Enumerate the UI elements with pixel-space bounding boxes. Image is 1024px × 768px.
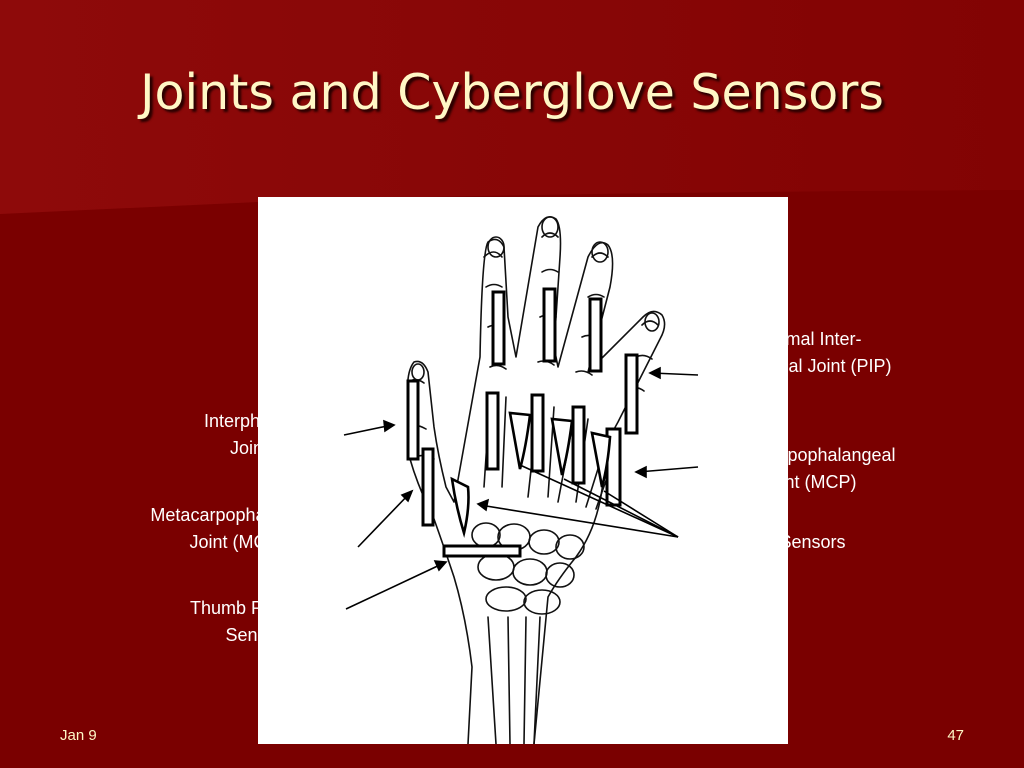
label-mcp-left: Metacarpophalangeal Joint (MCP) <box>124 502 350 556</box>
hand-outline <box>406 216 666 744</box>
hand-drawing <box>343 216 699 744</box>
label-pip-line2: phalangeal Joint (PIP) <box>714 356 892 376</box>
label-abduction: Abduction Sensors <box>670 529 870 556</box>
label-pip: Proximal Inter- phalangeal Joint (PIP) <box>688 326 918 380</box>
label-ip: Interphalangeal Joint (IP) <box>180 408 352 462</box>
pip-sensor-ring <box>588 297 603 373</box>
pip-sensor-index <box>491 290 506 366</box>
label-mcp-left-line2: Joint (MCP) <box>189 532 285 552</box>
label-mcp-right: Metacarpophalangeal Joint (MCP) <box>696 442 922 496</box>
abduction-sensor-thumb <box>450 476 470 539</box>
pip-sensor-little <box>624 353 639 435</box>
label-thumb-line1: Thumb Rotation <box>189 598 319 618</box>
abduction-sensor-2 <box>550 417 574 476</box>
label-thumb-rotation: Thumb Rotation Sensor <box>166 595 342 649</box>
label-abduction-line1: Abduction Sensors <box>694 532 846 552</box>
label-ip-line2: Joint (IP) <box>229 438 303 458</box>
thumb-rotation-sensor <box>442 544 522 558</box>
slide-title: Joints and Cyberglove Sensors <box>140 64 884 121</box>
pip-sensor-middle <box>542 287 557 363</box>
hand-diagram <box>258 197 788 744</box>
mcp-sensor-middle <box>530 393 545 473</box>
footer-date: Jan 9 <box>60 727 97 744</box>
label-thumb-line2: Sensor <box>225 625 283 645</box>
footer-page-number: 47 <box>947 727 964 744</box>
abduction-sensor-3 <box>590 431 612 488</box>
ip-sensor-thumb <box>406 379 420 461</box>
label-mcp-right-line1: Metacarpophalangeal <box>722 445 896 465</box>
abduction-sensor-1 <box>508 411 532 470</box>
mcp-sensor-index <box>485 391 500 471</box>
label-mcp-left-line1: Metacarpophalangeal <box>150 505 324 525</box>
label-mcp-right-line2: Joint (MCP) <box>761 472 857 492</box>
mcp-sensor-ring <box>571 405 586 485</box>
label-ip-line1: Interphalangeal <box>203 411 329 431</box>
label-pip-line1: Proximal Inter- <box>744 329 862 349</box>
mcp-sensor-thumb <box>421 447 435 527</box>
